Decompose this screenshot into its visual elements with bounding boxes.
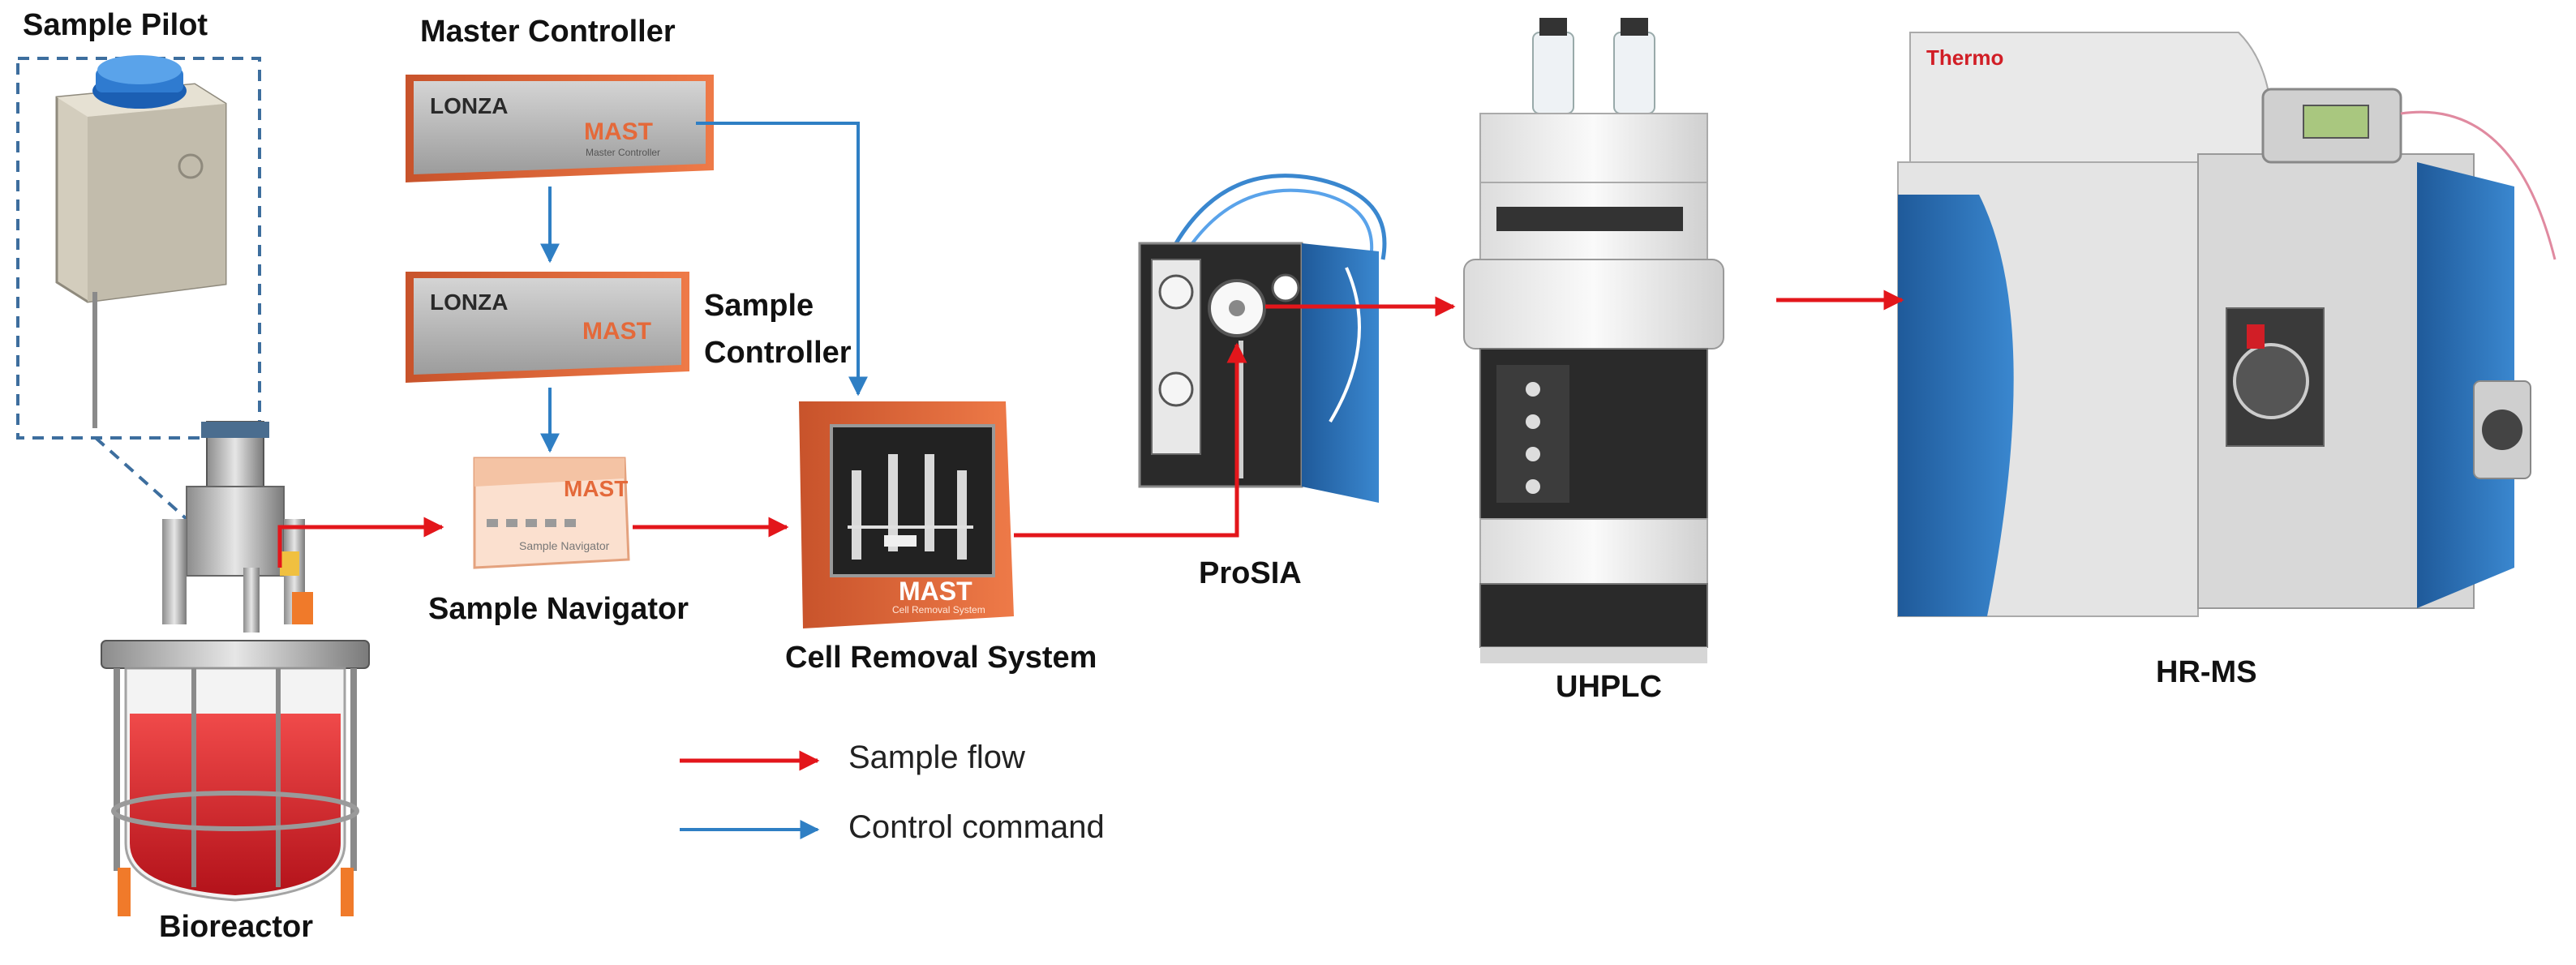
thermo-logo: Thermo [1926,45,2003,70]
label-uhplc: UHPLC [1556,670,1662,704]
cell-removal-device: MAST Cell Removal System [799,401,1014,628]
controller-lonza-logo: LONZA [430,290,508,315]
label-sample-pilot: Sample Pilot [23,8,208,42]
label-prosia: ProSIA [1199,556,1302,590]
legend-sample-flow-label: Sample flow [848,740,1025,775]
flow-arrow-cell-removal-to-prosia [1014,342,1247,538]
label-hrms: HR-MS [2156,655,2257,689]
control-arrow-master-to-cell-removal [696,122,868,397]
sample-flow-arrows [277,290,1904,568]
bioreactor-device [101,421,370,916]
master-lonza-logo: LONZA [430,93,508,118]
master-device-caption: Master Controller [586,147,660,158]
hrms-device: Thermo [1897,32,2557,617]
cell-removal-mast-logo: MAST [899,577,972,606]
label-master-controller: Master Controller [420,15,676,49]
sample-navigator-device: MAST Sample Navigator [473,457,630,569]
prosia-device [1138,174,1387,503]
master-controller-device: LONZA MAST Master Controller [406,75,714,182]
navigator-device-caption: Sample Navigator [519,539,610,552]
sample-pilot-device [16,55,261,521]
control-command-arrows [540,122,868,453]
label-sample-controller: Sample Controller [704,289,852,370]
flow-arrow-bioreactor-to-navigator [277,517,444,568]
sample-controller-device: LONZA MAST [406,272,689,383]
master-mast-logo: MAST [584,118,653,145]
pilot-connector-line [94,436,188,521]
navigator-mast-logo: MAST [564,476,628,501]
label-bioreactor: Bioreactor [159,910,314,944]
controller-mast-logo: MAST [582,318,651,345]
legend-control-command-label: Control command [848,809,1105,845]
uhplc-device [1463,18,1724,663]
label-sample-navigator: Sample Navigator [428,592,689,626]
label-cell-removal-system: Cell Removal System [785,641,1097,675]
legend [680,750,820,839]
cell-removal-device-caption: Cell Removal System [892,604,985,615]
